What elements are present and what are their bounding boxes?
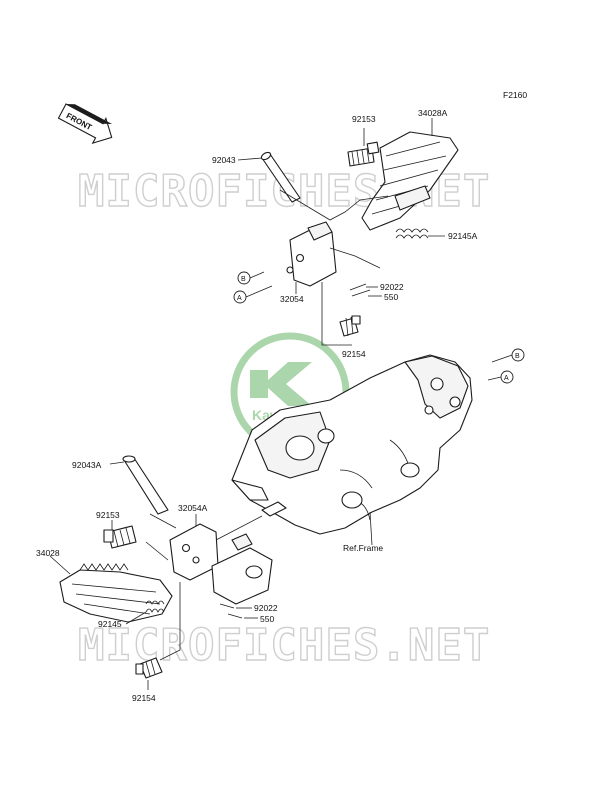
label-92145A: 92145A xyxy=(448,231,478,241)
figure-code: F2160 xyxy=(503,90,527,100)
label-92145: 92145 xyxy=(98,619,122,629)
label-92022-top: 92022 xyxy=(380,282,404,292)
label-92043A: 92043A xyxy=(72,460,102,470)
footpeg-34028 xyxy=(59,563,173,623)
ref-circle-a-top: A xyxy=(233,290,247,304)
ref-circle-b-top: B xyxy=(237,271,251,285)
label-32054: 32054 xyxy=(280,294,304,304)
spring-92145 xyxy=(145,600,165,613)
frame-assembly xyxy=(231,354,473,546)
label-550-bottom: 550 xyxy=(260,614,274,624)
bolt-92153-top xyxy=(347,141,380,167)
svg-text:B: B xyxy=(515,353,520,360)
label-92153-top: 92153 xyxy=(352,114,376,124)
clevis-bracket-bottom xyxy=(211,501,287,605)
spring-92145A xyxy=(395,228,429,239)
svg-text:A: A xyxy=(504,375,509,382)
front-arrow-icon: FRONT xyxy=(57,103,113,145)
label-34028A: 34028A xyxy=(418,108,448,118)
pin-92043A xyxy=(122,455,169,515)
label-92022-bottom: 92022 xyxy=(254,603,278,613)
footpeg-34028A xyxy=(361,131,459,231)
ref-circle-a-right: A xyxy=(500,370,514,384)
pin-92043 xyxy=(260,151,301,203)
bracket-32054 xyxy=(286,221,337,287)
bolt-92154-top xyxy=(339,315,361,337)
label-34028: 34028 xyxy=(36,548,60,558)
watermark-bottom: MICROFICHES.NET xyxy=(78,620,490,671)
label-550-top: 550 xyxy=(384,292,398,302)
bolt-92154-bottom xyxy=(135,657,163,679)
svg-text:A: A xyxy=(237,295,242,302)
svg-text:B: B xyxy=(241,276,246,283)
label-92153-bottom: 92153 xyxy=(96,510,120,520)
label-92154-bottom: 92154 xyxy=(132,693,156,703)
ref-circle-b-right: B xyxy=(511,348,525,362)
bolt-92153-bottom xyxy=(103,525,137,549)
bracket-32054A xyxy=(169,523,219,581)
ref-frame-label: Ref.Frame xyxy=(343,543,383,553)
label-92154-top: 92154 xyxy=(342,349,366,359)
label-32054A: 32054A xyxy=(178,503,208,513)
label-92043: 92043 xyxy=(212,155,236,165)
